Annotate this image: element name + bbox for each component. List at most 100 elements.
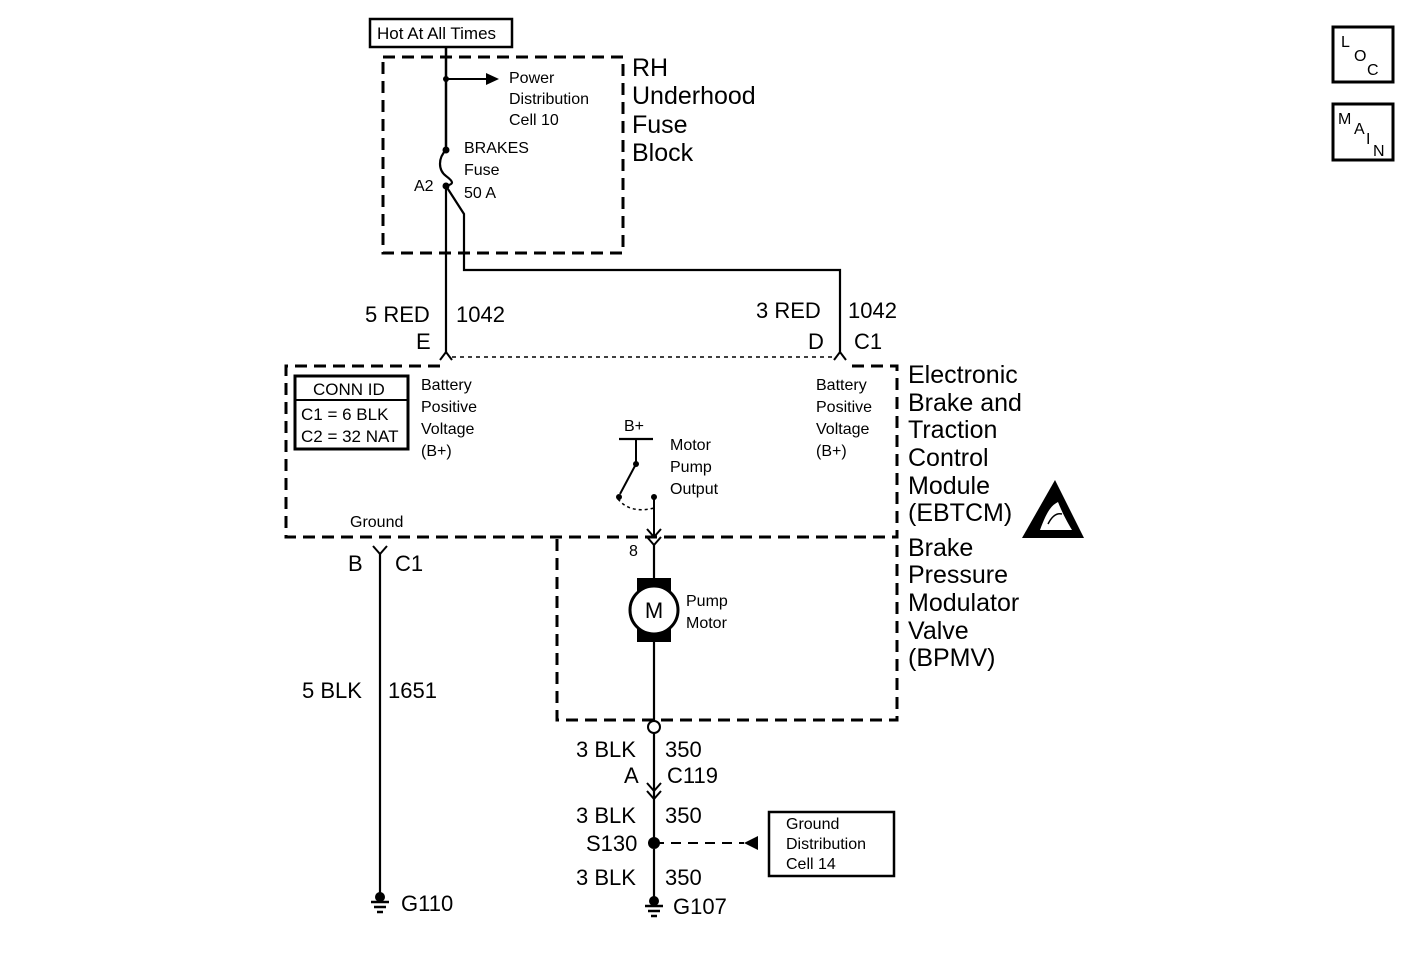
pump-motor-icon: M (628, 578, 680, 642)
battery-voltage-right-label: Battery Positive Voltage (B+) (816, 377, 872, 460)
bpmv-terminal-icon (647, 720, 661, 734)
svg-text:C: C (1367, 62, 1379, 79)
svg-text:Battery: Battery (816, 377, 867, 394)
svg-text:(B+): (B+) (816, 443, 847, 460)
ground-wire-connector: C1 (395, 551, 423, 576)
ebtcm-title: Electronic Brake and Traction Control Mo… (908, 361, 1022, 527)
svg-text:Motor: Motor (686, 615, 728, 632)
svg-text:L: L (1341, 34, 1350, 51)
pump-seg1-color: 3 BLK (576, 737, 636, 762)
svg-text:Brake: Brake (908, 534, 973, 562)
svg-text:(EBTCM): (EBTCM) (908, 499, 1012, 527)
bplus-label: B+ (624, 418, 644, 435)
svg-text:CONN ID: CONN ID (313, 380, 385, 399)
pump-seg3-color: 3 BLK (576, 865, 636, 890)
ground-wire-circuit: 1651 (388, 678, 437, 703)
svg-text:Voltage: Voltage (816, 421, 869, 438)
motor-pump-switch-icon (616, 437, 657, 536)
svg-text:Power: Power (509, 70, 555, 87)
hot-at-all-times-label: Hot At All Times (377, 24, 496, 43)
svg-text:Block: Block (632, 139, 694, 167)
wire-left-color: 5 RED (365, 302, 430, 327)
ground-g110-label: G110 (401, 891, 453, 916)
svg-text:Pump: Pump (670, 459, 712, 476)
svg-text:Brake and: Brake and (908, 389, 1022, 417)
connector-c119-icon (646, 782, 662, 801)
connector-d-icon (833, 350, 847, 361)
svg-text:(BPMV): (BPMV) (908, 644, 996, 672)
pump-seg2-color: 3 BLK (576, 803, 636, 828)
ground-distribution-arrow-icon (744, 836, 758, 850)
power-distribution-label: Power Distribution Cell 10 (509, 70, 589, 129)
svg-text:Control: Control (908, 444, 989, 472)
loc-button[interactable]: L O C (1331, 25, 1395, 84)
ground-g110-icon (371, 892, 389, 914)
svg-text:C1 = 6 BLK: C1 = 6 BLK (301, 405, 389, 424)
ground-distribution-box (767, 810, 896, 878)
wire-right-color: 3 RED (756, 298, 821, 323)
bpmv-pin-8: 8 (629, 543, 638, 560)
svg-text:Voltage: Voltage (421, 421, 474, 438)
power-distribution-arrow-icon (486, 73, 499, 85)
svg-text:RH: RH (632, 54, 668, 82)
brakes-fuse-icon (438, 146, 454, 190)
wire-left-circuit: 1042 (456, 302, 505, 327)
connector-b-c1-icon (372, 545, 388, 556)
svg-text:50 A: 50 A (464, 185, 496, 202)
ground-wire-pin: B (348, 551, 363, 576)
pump-seg2-circuit: 350 (665, 803, 702, 828)
svg-text:Output: Output (670, 481, 719, 498)
fuse-block-outline (381, 55, 625, 255)
svg-text:M: M (1338, 111, 1351, 128)
ground-wire-color: 5 BLK (302, 678, 362, 703)
svg-text:Traction: Traction (908, 416, 997, 444)
svg-text:Valve: Valve (908, 617, 969, 645)
svg-text:M: M (645, 598, 663, 623)
ebtcm-outline (284, 364, 899, 539)
pump-seg1-circuit: 350 (665, 737, 702, 762)
svg-text:Pressure: Pressure (908, 561, 1008, 589)
main-button[interactable]: M A I N (1331, 102, 1395, 162)
svg-text:Positive: Positive (816, 399, 872, 416)
motor-pump-output-label: Motor Pump Output (670, 437, 719, 498)
c119-connector: C119 (667, 763, 718, 788)
svg-text:Fuse: Fuse (632, 111, 688, 139)
ground-g107-label: G107 (673, 894, 727, 919)
c119-pin: A (624, 763, 639, 788)
esd-warning-icon (1022, 480, 1084, 538)
splice-s130-label: S130 (586, 831, 637, 856)
svg-text:Cell 10: Cell 10 (509, 112, 559, 129)
wire-right-connector: C1 (854, 329, 882, 354)
svg-text:O: O (1354, 48, 1366, 65)
svg-text:Positive: Positive (421, 399, 477, 416)
ground-label: Ground (350, 514, 403, 531)
svg-text:A: A (1354, 121, 1365, 138)
fuse-block-title: RH Underhood Fuse Block (632, 54, 756, 167)
svg-text:Motor: Motor (670, 437, 712, 454)
svg-text:BRAKES: BRAKES (464, 140, 529, 157)
wire-right-circuit: 1042 (848, 298, 897, 323)
hot-at-all-times-box (368, 17, 514, 49)
pump-seg3-circuit: 350 (665, 865, 702, 890)
pump-motor-label: Pump Motor (686, 593, 728, 632)
bpmv-title: Brake Pressure Modulator Valve (BPMV) (908, 534, 1019, 672)
ground-g107-icon (645, 896, 663, 918)
svg-text:Electronic: Electronic (908, 361, 1018, 389)
svg-text:Underhood: Underhood (632, 82, 756, 110)
svg-text:(B+): (B+) (421, 443, 452, 460)
ground-distribution-label: Ground Distribution Cell 14 (786, 816, 866, 873)
brakes-fuse-label: BRAKES Fuse 50 A (464, 140, 529, 202)
svg-text:N: N (1373, 143, 1385, 160)
svg-text:Fuse: Fuse (464, 162, 500, 179)
wire-right-pin: D (808, 329, 824, 354)
svg-text:Ground: Ground (786, 816, 839, 833)
svg-text:Distribution: Distribution (786, 836, 866, 853)
fuse-terminal-a2: A2 (414, 178, 434, 195)
connector-e-icon (439, 350, 453, 361)
svg-text:Modulator: Modulator (908, 589, 1019, 617)
wire-left-pin: E (416, 329, 431, 354)
battery-voltage-left-label: Battery Positive Voltage (B+) (421, 377, 477, 460)
svg-text:Battery: Battery (421, 377, 472, 394)
conn-id-table: CONN ID C1 = 6 BLK C2 = 32 NAT (293, 374, 410, 451)
